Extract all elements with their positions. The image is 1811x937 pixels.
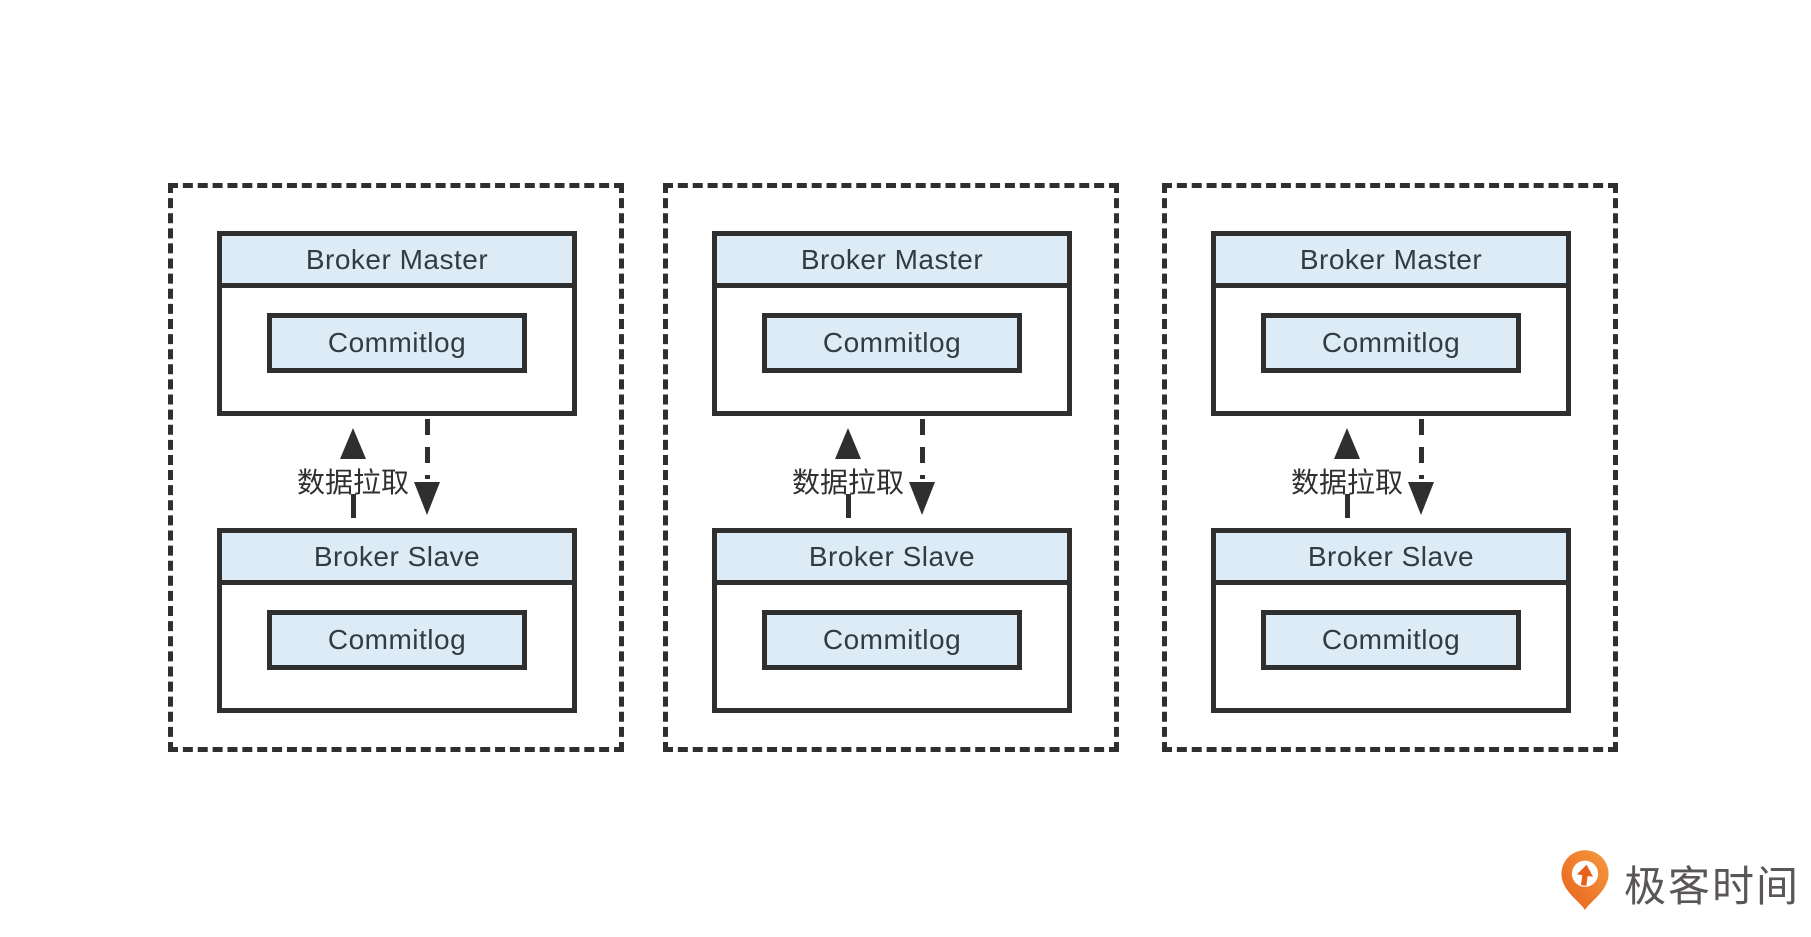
brand-footer: 极客时间	[1556, 848, 1800, 919]
arrow-down-icon	[1408, 482, 1434, 515]
broker-master-box: Broker Master Commitlog	[217, 231, 577, 416]
data-pull-label: 数据拉取	[791, 467, 904, 498]
geektime-pin-icon	[1556, 848, 1614, 919]
broker-master-box: Broker Master Commitlog	[1211, 231, 1571, 416]
slave-commitlog-box: Commitlog	[1261, 610, 1521, 670]
broker-slave-body: Commitlog	[717, 585, 1067, 703]
broker-master-title: Broker Master	[222, 236, 572, 288]
arrow-up-dash	[351, 494, 356, 518]
arrow-down-dash	[1419, 419, 1424, 479]
broker-group-2: Broker Master Commitlog 数据拉取 Broker Slav…	[663, 183, 1119, 752]
arrow-down-icon	[414, 482, 440, 515]
broker-slave-body: Commitlog	[222, 585, 572, 703]
broker-master-title: Broker Master	[717, 236, 1067, 288]
broker-slave-body: Commitlog	[1216, 585, 1566, 703]
broker-group-1: Broker Master Commitlog 数据拉取 Broker Slav…	[168, 183, 624, 752]
master-commitlog-box: Commitlog	[1261, 313, 1521, 373]
broker-group-3: Broker Master Commitlog 数据拉取 Broker Slav…	[1162, 183, 1618, 752]
broker-master-body: Commitlog	[717, 288, 1067, 406]
master-commitlog-box: Commitlog	[267, 313, 527, 373]
broker-master-body: Commitlog	[1216, 288, 1566, 406]
broker-slave-box: Broker Slave Commitlog	[217, 528, 577, 713]
arrow-up-icon	[835, 428, 861, 459]
slave-commitlog-box: Commitlog	[762, 610, 1022, 670]
arrow-down-dash	[920, 419, 925, 479]
arrow-up-icon	[340, 428, 366, 459]
master-commitlog-box: Commitlog	[762, 313, 1022, 373]
arrow-up-dash	[846, 494, 851, 518]
arrow-down-dash	[425, 419, 430, 479]
broker-master-box: Broker Master Commitlog	[712, 231, 1072, 416]
broker-slave-box: Broker Slave Commitlog	[712, 528, 1072, 713]
broker-slave-title: Broker Slave	[222, 533, 572, 585]
broker-master-title: Broker Master	[1216, 236, 1566, 288]
data-pull-label: 数据拉取	[1290, 467, 1403, 498]
data-pull-label: 数据拉取	[296, 467, 409, 498]
arrow-up-dash	[1345, 494, 1350, 518]
arrow-down-icon	[909, 482, 935, 515]
brand-name: 极客时间	[1624, 863, 1801, 910]
broker-master-body: Commitlog	[222, 288, 572, 406]
broker-slave-title: Broker Slave	[717, 533, 1067, 585]
arrow-up-icon	[1334, 428, 1360, 459]
slave-commitlog-box: Commitlog	[267, 610, 527, 670]
broker-slave-box: Broker Slave Commitlog	[1211, 528, 1571, 713]
broker-slave-title: Broker Slave	[1216, 533, 1566, 585]
